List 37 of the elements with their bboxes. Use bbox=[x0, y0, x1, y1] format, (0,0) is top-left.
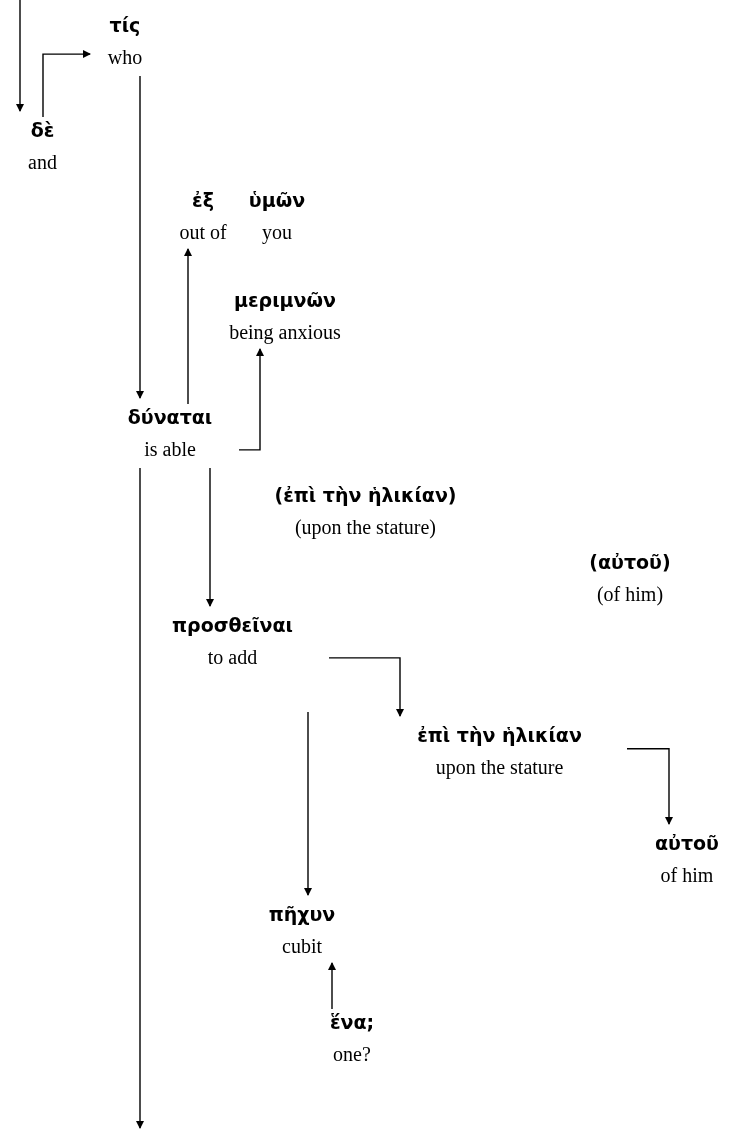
english-gloss: you bbox=[262, 220, 292, 246]
greek-word: (αὐτοῦ) bbox=[589, 550, 671, 575]
arrow bbox=[136, 75, 144, 399]
greek-word: πῆχυν bbox=[268, 902, 336, 927]
greek-word: ἐξ bbox=[192, 188, 214, 213]
greek-word: προσθεῖναι bbox=[172, 613, 293, 638]
greek-word: αὐτοῦ bbox=[655, 831, 719, 856]
greek-word: τίς bbox=[109, 13, 141, 38]
english-gloss: cubit bbox=[282, 934, 322, 959]
english-gloss: (upon the stature) bbox=[294, 515, 437, 541]
english-gloss: being anxious bbox=[229, 320, 341, 346]
greek-word: ὑμῶν bbox=[248, 188, 306, 213]
english-gloss: is able bbox=[144, 437, 196, 462]
arrow bbox=[42, 50, 91, 118]
arrow bbox=[328, 962, 336, 1010]
english-gloss: who bbox=[107, 45, 143, 70]
english-gloss: out of bbox=[179, 220, 227, 245]
english-gloss: one? bbox=[333, 1042, 371, 1067]
greek-word: ἐπὶ τὴν ἡλικίαν bbox=[417, 723, 582, 748]
greek-word: (ἐπὶ τὴν ἡλικίαν) bbox=[274, 483, 457, 508]
greek-word: δὲ bbox=[30, 118, 55, 143]
arrow bbox=[206, 467, 214, 607]
arrow bbox=[16, 0, 24, 112]
arrow bbox=[184, 248, 192, 405]
arrow bbox=[238, 348, 264, 451]
arrow bbox=[626, 748, 673, 825]
english-gloss: (of him) bbox=[596, 582, 664, 608]
arrow bbox=[328, 657, 404, 717]
english-gloss: upon the stature bbox=[435, 755, 564, 781]
greek-word: μεριμνῶν bbox=[234, 288, 336, 313]
greek-word: δύναται bbox=[127, 405, 213, 430]
english-gloss: of him bbox=[660, 863, 714, 888]
greek-word: ἕνα; bbox=[329, 1010, 375, 1035]
english-gloss: and bbox=[28, 150, 57, 175]
arrow bbox=[136, 467, 144, 1129]
arrow bbox=[304, 711, 312, 896]
english-gloss: to add bbox=[207, 645, 258, 670]
